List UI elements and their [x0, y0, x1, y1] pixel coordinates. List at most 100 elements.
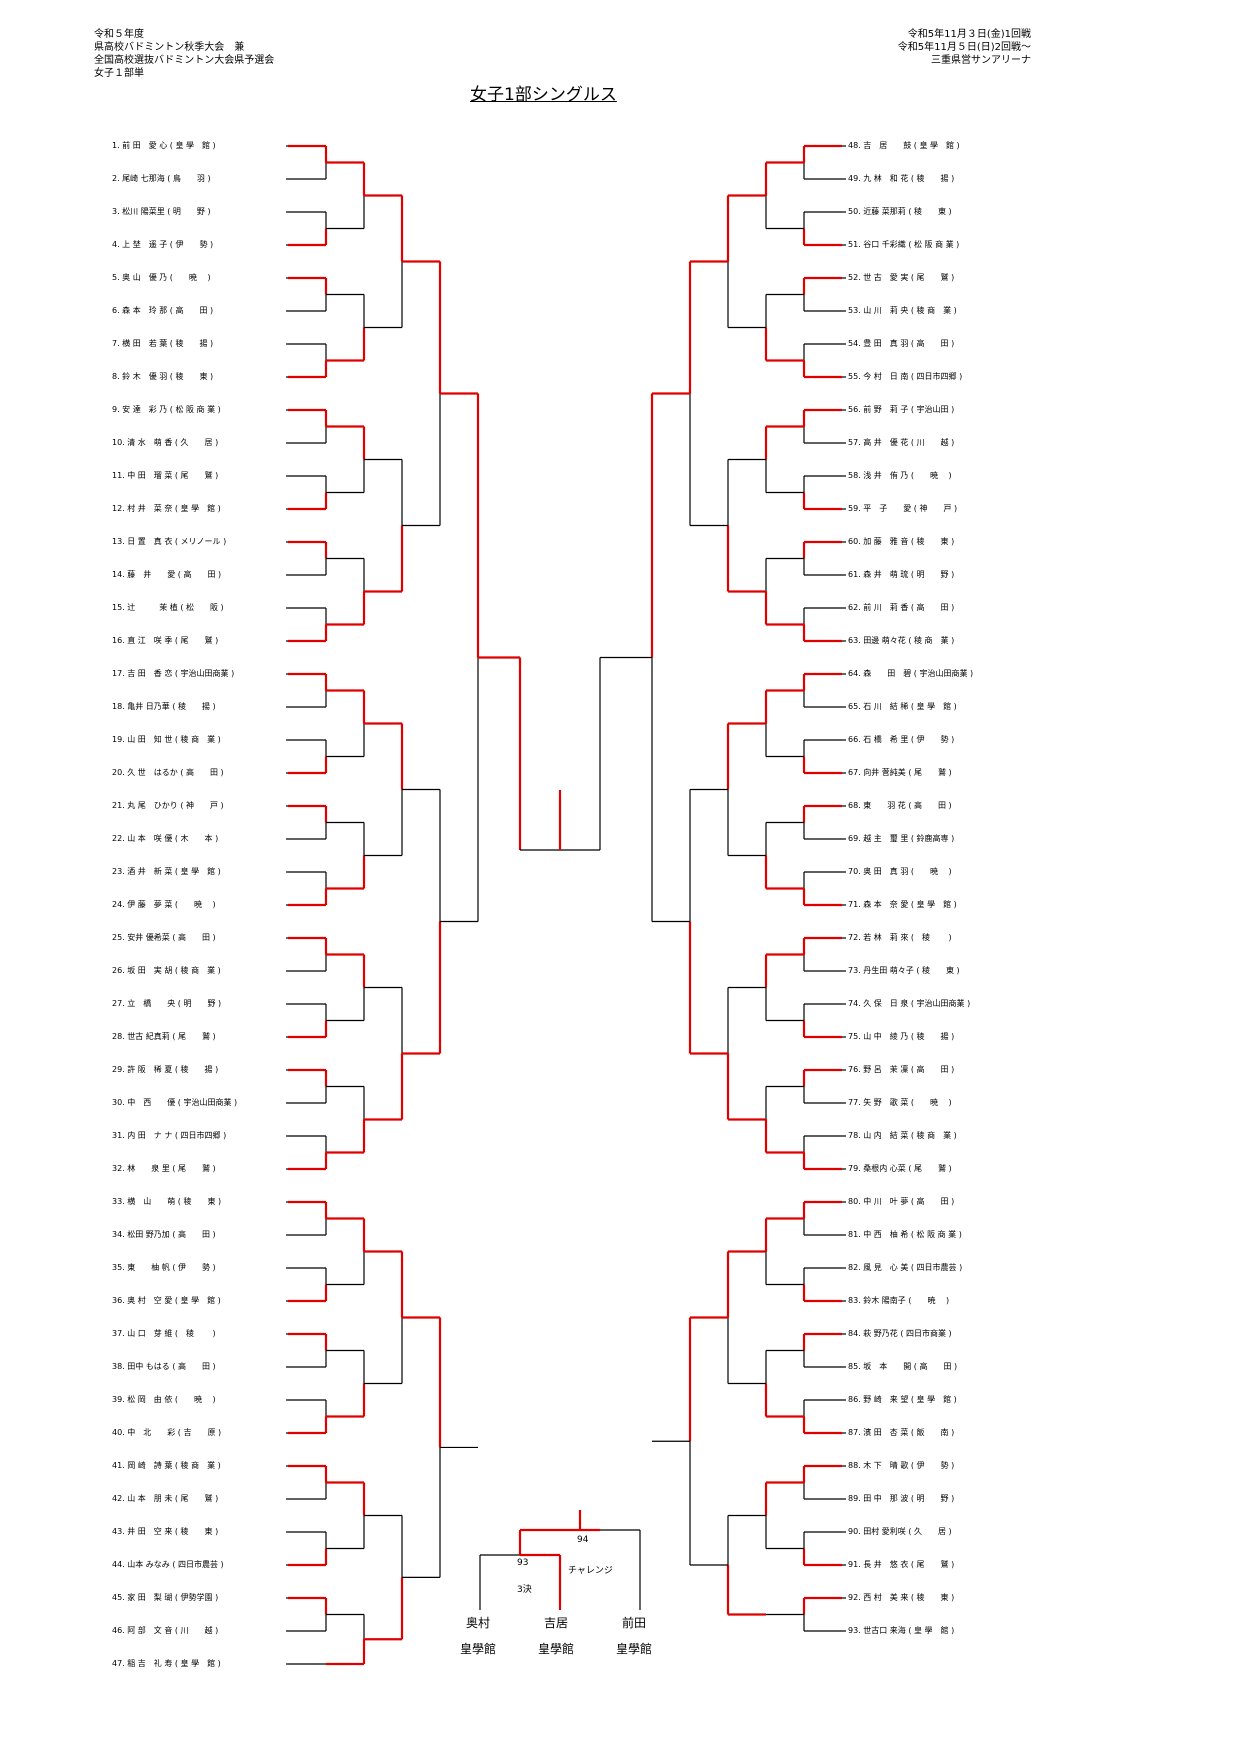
player-entry: 22. 山 本 咲 優 ( 木 本 )	[112, 834, 219, 843]
player-entry: 74. 久 保 日 泉 ( 宇治山田商業 )	[848, 999, 971, 1008]
player-entry: 13. 日 置 真 衣 ( メリノール )	[112, 537, 227, 546]
player-entry: 19. 山 田 知 世 ( 稜 商 業 )	[112, 735, 221, 744]
player-entry: 79. 桑根内 心菜 ( 尾 鷲 )	[848, 1164, 952, 1173]
player-entry: 41. 岡 崎 詩 葉 ( 稜 商 業 )	[112, 1461, 221, 1470]
final-player-1: 奥村	[465, 1616, 490, 1630]
player-entry: 65. 石 川 結 稀 ( 皇 學 館 )	[848, 702, 957, 711]
player-entry: 93. 世古口 来海 ( 皇 學 館 )	[848, 1626, 955, 1635]
player-entry: 85. 坂 本 開 ( 高 田 )	[848, 1362, 958, 1371]
player-entry: 53. 山 川 莉 央 ( 稜 商 業 )	[848, 306, 957, 315]
player-entry: 30. 中 西 優 ( 宇治山田商業 )	[112, 1098, 238, 1107]
player-entry: 70. 奥 田 真 羽 ( 暁 )	[848, 867, 952, 876]
player-entry: 84. 萩 野乃花 ( 四日市商業 )	[848, 1329, 952, 1338]
player-entry: 4. 上 埜 遥 子 ( 伊 勢 )	[112, 240, 214, 249]
player-entry: 35. 東 柚 帆 ( 伊 勢 )	[112, 1263, 216, 1272]
player-entry: 9. 安 達 彩 乃 ( 松 阪 商 業 )	[112, 405, 221, 414]
player-entry: 48. 吉 居 鼓 ( 皇 學 館 )	[848, 141, 960, 150]
player-entry: 88. 木 下 晴 歌 ( 伊 勢 )	[848, 1461, 955, 1470]
player-entry: 29. 許 阪 稀 夏 ( 稜 揚 )	[112, 1065, 219, 1074]
header-left: 令和５年度 県高校バドミントン秋季大会 兼 全国高校選抜バドミントン大会県予選会…	[94, 28, 274, 80]
challenge-label: チャレンジ	[568, 1565, 613, 1576]
player-entry: 42. 山 本 朋 未 ( 尾 鷲 )	[112, 1494, 219, 1503]
player-entry: 43. 井 田 空 来 ( 稜 東 )	[112, 1527, 219, 1536]
player-entry: 57. 高 井 優 花 ( 川 越 )	[848, 438, 955, 447]
player-entry: 5. 奥 山 優 乃 ( 暁 )	[112, 273, 211, 282]
player-entry: 44. 山本 みなみ ( 四日市農芸 )	[112, 1560, 224, 1569]
player-entry: 23. 酒 井 新 菜 ( 皇 學 館 )	[112, 867, 221, 876]
player-entry: 83. 鈴木 陽南子 ( 暁 )	[848, 1296, 950, 1305]
final-school-2: 皇學館	[537, 1642, 574, 1656]
player-entry: 37. 山 口 芽 維 ( 稜 )	[112, 1329, 216, 1338]
player-entry: 33. 横 山 萌 ( 稜 東 )	[112, 1197, 222, 1206]
final-school-3: 皇學館	[615, 1642, 652, 1656]
player-entry: 56. 前 野 莉 子 ( 宇治山田 )	[848, 405, 955, 414]
header-left-line: 女子１部単	[94, 68, 144, 79]
header-right: 令和5年11月３日(金)1回戦 令和5年11月５日(日)2回戦～ 三重県営サンア…	[898, 28, 1031, 67]
player-entry: 39. 松 岡 由 依 ( 暁 )	[112, 1395, 216, 1404]
player-entry: 76. 野 呂 茉 凜 ( 高 田 )	[848, 1065, 955, 1074]
player-entry: 46. 阿 部 文 音 ( 川 越 )	[112, 1626, 219, 1635]
player-entry: 7. 横 田 若 葉 ( 稜 揚 )	[112, 339, 214, 348]
player-entry: 69. 越 主 璽 里 ( 鈴鹿高専 )	[848, 834, 955, 843]
player-entry: 61. 森 井 萌 琉 ( 明 野 )	[848, 570, 955, 579]
player-entry: 21. 丸 尾 ひかり ( 神 戸 )	[112, 801, 224, 810]
header-right-line: 三重県営サンアリーナ	[931, 55, 1031, 66]
player-entry: 62. 前 川 莉 香 ( 高 田 )	[848, 603, 955, 612]
player-entry: 90. 田村 愛利咲 ( 久 居 )	[848, 1527, 952, 1536]
match-94-label: 94	[577, 1535, 589, 1545]
player-entry: 72. 若 林 莉 來 ( 稜 )	[848, 933, 952, 942]
player-entry: 54. 豊 田 真 羽 ( 高 田 )	[848, 339, 955, 348]
header-right-line: 令和5年11月３日(金)1回戦	[907, 29, 1031, 40]
player-entry: 16. 直 江 咲 季 ( 尾 鷲 )	[112, 636, 219, 645]
player-entry: 49. 九 林 和 花 ( 稜 揚 )	[848, 174, 955, 183]
player-entry: 64. 森 田 碧 ( 宇治山田商業 )	[848, 669, 974, 678]
player-entry: 50. 近藤 菜那莉 ( 稜 東 )	[848, 207, 952, 216]
player-entry: 63. 田邊 萌々花 ( 稜 商 業 )	[848, 636, 955, 645]
player-entry: 1. 前 田 愛 心 ( 皇 學 館 )	[112, 141, 216, 150]
player-entry: 45. 家 田 梨 瑚 ( 伊勢学園 )	[112, 1593, 219, 1602]
player-entry: 80. 中 川 叶 夢 ( 高 田 )	[848, 1197, 955, 1206]
player-entry: 14. 藤 井 愛 ( 高 田 )	[112, 570, 222, 579]
player-entry: 77. 矢 野 歌 菜 ( 暁 )	[848, 1098, 952, 1107]
player-entry: 6. 森 本 玲 那 ( 高 田 )	[112, 306, 214, 315]
third-place-label: 3決	[517, 1583, 532, 1595]
player-entry: 59. 平 子 愛 ( 神 戸 )	[848, 504, 958, 513]
player-entry: 10. 清 水 萌 香 ( 久 居 )	[112, 438, 219, 447]
player-entry: 91. 長 井 悠 衣 ( 尾 鷲 )	[848, 1560, 955, 1569]
player-entry: 18. 亀井 日乃華 ( 稜 揚 )	[112, 702, 216, 711]
player-entry: 58. 浅 井 侑 乃 ( 暁 )	[848, 471, 952, 480]
player-entry: 71. 森 本 奈 愛 ( 皇 學 館 )	[848, 900, 957, 909]
player-entry: 89. 田 中 那 波 ( 明 野 )	[848, 1494, 955, 1503]
player-entry: 36. 奥 村 空 愛 ( 皇 學 館 )	[112, 1296, 221, 1305]
player-entry: 3. 松川 陽菜里 ( 明 野 )	[112, 207, 211, 216]
player-entry: 47. 稲 吉 礼 寿 ( 皇 學 館 )	[112, 1659, 221, 1668]
player-entry: 32. 林 泉 里 ( 尾 鷲 )	[112, 1164, 216, 1173]
player-entry: 73. 丹生田 萌々子 ( 稜 東 )	[848, 966, 960, 975]
player-entry: 40. 中 北 彩 ( 吉 原 )	[112, 1428, 222, 1437]
player-entry: 15. 辻 茉 植 ( 松 阪 )	[112, 603, 224, 612]
player-entry: 2. 尾崎 七那海 ( 鳥 羽 )	[112, 174, 211, 183]
header-left-line: 全国高校選抜バドミントン大会県予選会	[94, 55, 275, 66]
player-entry: 92. 西 村 美 来 ( 稜 東 )	[848, 1593, 955, 1602]
header-left-line: 令和５年度	[94, 29, 144, 40]
player-entry: 17. 吉 田 香 恋 ( 宇治山田商業 )	[112, 669, 235, 678]
player-entry: 52. 世 古 愛 実 ( 尾 鷲 )	[848, 273, 955, 282]
player-entry: 51. 谷口 千彩織 ( 松 阪 商 業 )	[848, 240, 960, 249]
player-entry: 28. 世古 紀真莉 ( 尾 鷲 )	[112, 1032, 216, 1041]
player-entry: 78. 山 内 結 菜 ( 稜 商 業 )	[848, 1131, 957, 1140]
player-entry: 25. 安井 優希菜 ( 高 田 )	[112, 933, 216, 942]
header-right-line: 令和5年11月５日(日)2回戦～	[897, 42, 1031, 53]
player-entry: 24. 伊 藤 夢 菜 ( 暁 )	[112, 900, 216, 909]
page-title: 女子1部シングルス	[470, 85, 617, 105]
player-entry: 68. 東 羽 花 ( 高 田 )	[848, 801, 952, 810]
final-school-1: 皇學館	[459, 1642, 496, 1656]
final-player-3: 前田	[621, 1616, 646, 1630]
match-93-label: 93	[517, 1558, 528, 1568]
player-entry: 12. 村 井 菜 奈 ( 皇 學 館 )	[112, 504, 221, 513]
player-entry: 60. 加 藤 雅 音 ( 稜 東 )	[848, 537, 955, 546]
player-entry: 75. 山 中 綾 乃 ( 稜 揚 )	[848, 1032, 955, 1041]
player-entry: 20. 久 世 はるか ( 高 田 )	[112, 768, 224, 777]
player-entry: 11. 中 田 瑠 菜 ( 尾 鷲 )	[112, 471, 219, 480]
player-entry: 86. 野 崎 来 望 ( 皇 學 館 )	[848, 1395, 957, 1404]
